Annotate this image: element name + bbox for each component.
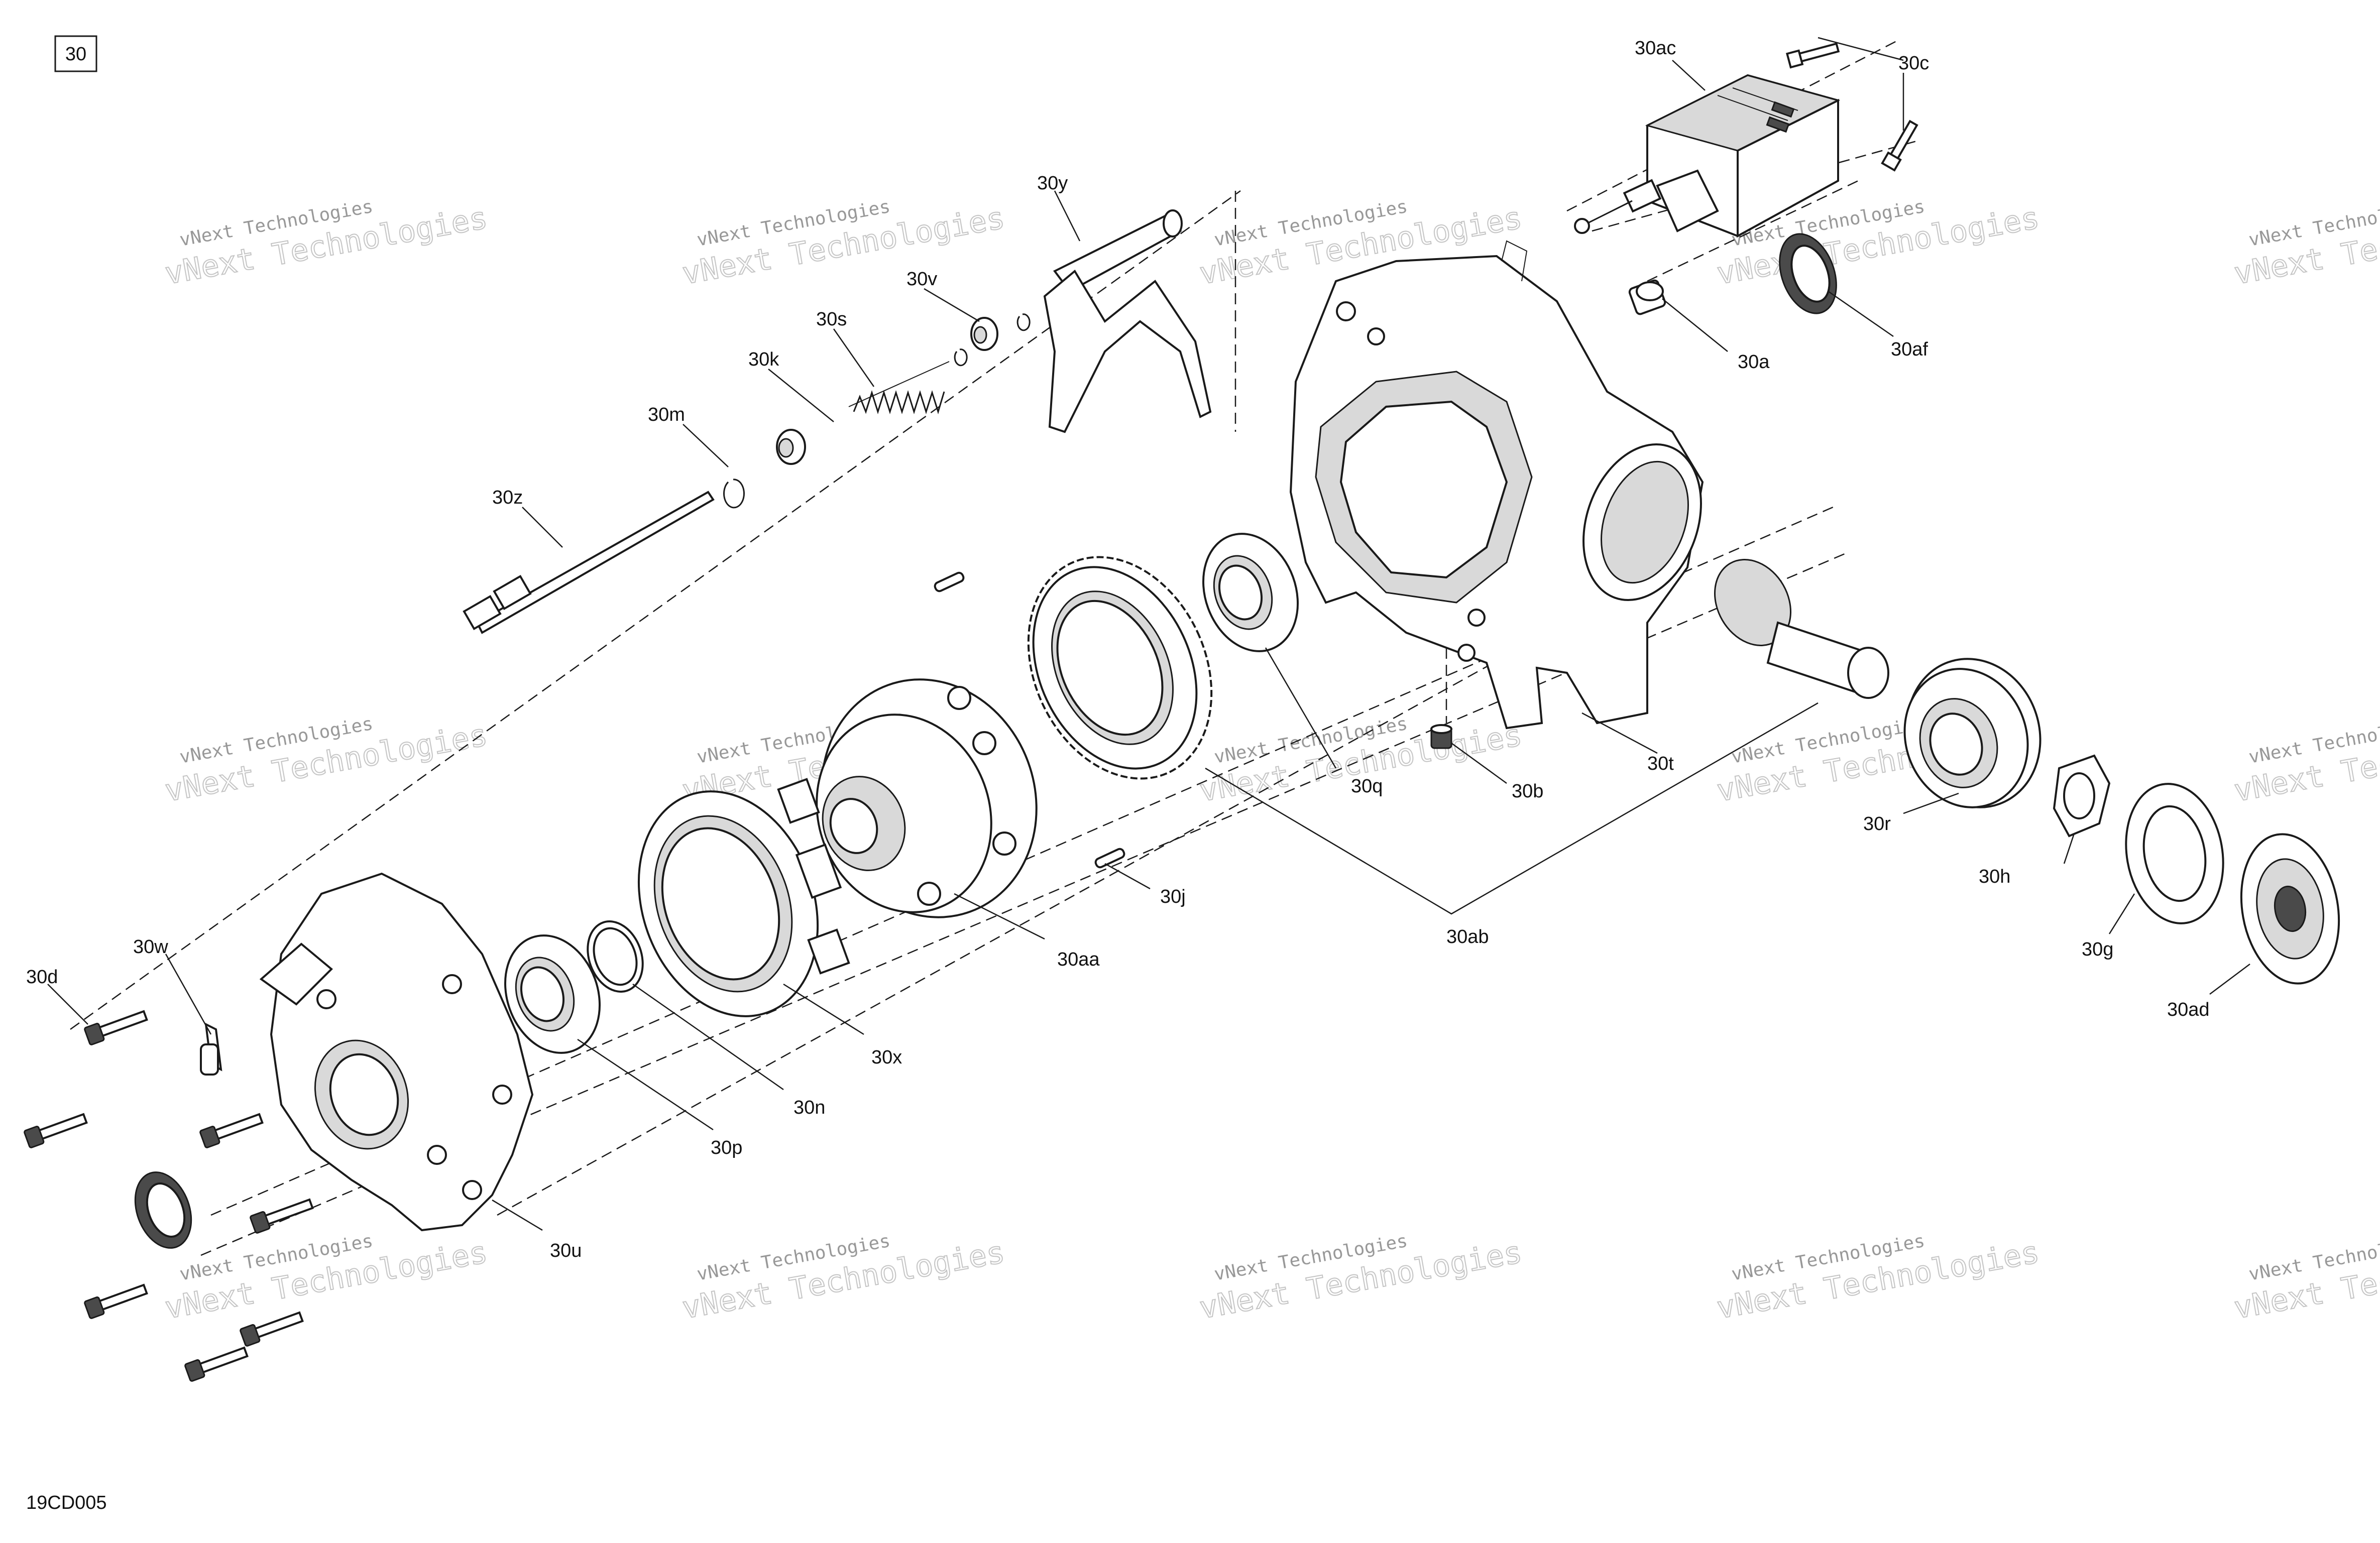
- group-number-label: 30: [65, 44, 86, 65]
- callout-30t: 30t: [1647, 753, 1674, 774]
- callout-30d: 30d: [26, 967, 58, 988]
- main-housing: [1289, 240, 1704, 730]
- callout-30z: 30z: [492, 487, 523, 508]
- ring-gear-30ab: [1027, 556, 1213, 780]
- shift-shaft-30z: [463, 491, 715, 634]
- callout-30w: 30w: [133, 936, 168, 958]
- watermark: vNext Technologies vNext Technologies: [2231, 196, 2380, 292]
- cover-bolts: [24, 1010, 314, 1382]
- seal-30af: [1779, 233, 1837, 314]
- o-ring-30n: [587, 920, 644, 993]
- bearing-30r: [1903, 658, 2042, 808]
- bushing-30v: [954, 313, 1031, 367]
- callout-30p: 30p: [711, 1137, 742, 1158]
- shift-fork-30y: [1043, 209, 1212, 433]
- callout-30j: 30j: [1160, 886, 1186, 907]
- spring-30s: [848, 361, 950, 415]
- callout-30x: 30x: [871, 1047, 902, 1068]
- actuator-screws: [1785, 42, 1918, 172]
- watermark: vNext Technologies vNext Technologies: [162, 196, 490, 292]
- pin-30j: [1094, 848, 1125, 869]
- callout-30r: 30r: [1863, 813, 1891, 835]
- callout-30ac: 30ac: [1635, 38, 1676, 59]
- seal-cover: [134, 1171, 192, 1249]
- actuator-module: [1574, 74, 1841, 238]
- spacer-30k: [776, 429, 806, 465]
- callout-30u: 30u: [550, 1240, 582, 1261]
- fitting-30w: [200, 1022, 222, 1076]
- pin-small: [934, 571, 965, 592]
- watermark: vNext Technologies vNext Technologies: [162, 714, 490, 809]
- seal-30ad: [2240, 833, 2340, 985]
- callout-30h: 30h: [1979, 866, 2010, 887]
- group-number-box: 30: [54, 35, 97, 72]
- callout-30ad: 30ad: [2167, 999, 2210, 1020]
- watermark: vNext Technologies vNext Technologies: [1714, 1231, 2042, 1327]
- cover-30u: [259, 872, 534, 1232]
- callout-30aa: 30aa: [1057, 949, 1100, 970]
- callout-30af: 30af: [1891, 339, 1928, 360]
- callout-30y: 30y: [1037, 173, 1068, 194]
- figure-code: 19CD005: [26, 1492, 107, 1513]
- callout-30v: 30v: [906, 269, 937, 290]
- nut-30h: [2053, 754, 2111, 838]
- bearing-30p: [504, 934, 601, 1054]
- watermark: vNext Technologies vNext Technologies: [679, 1231, 1007, 1327]
- breather-30b: [1430, 724, 1452, 749]
- watermark: vNext Technologies vNext Technologies: [1196, 1231, 1525, 1327]
- callout-30ab: 30ab: [1446, 926, 1489, 947]
- watermark: vNext Technologies vNext Technologies: [2231, 1231, 2380, 1327]
- washer-30g: [2125, 783, 2224, 924]
- callout-30q: 30q: [1351, 776, 1383, 797]
- callout-30s: 30s: [816, 309, 847, 330]
- callout-30b: 30b: [1512, 781, 1543, 802]
- pinion-shaft: [1714, 559, 1889, 699]
- callout-30a: 30a: [1738, 351, 1770, 373]
- leader-lines: [47, 37, 2250, 1231]
- bearing-30q: [1202, 533, 1299, 652]
- callout-30c: 30c: [1898, 53, 1929, 74]
- plug-30a: [1628, 279, 1666, 315]
- callout-30n: 30n: [794, 1097, 825, 1118]
- callout-30k: 30k: [748, 349, 779, 370]
- watermark: vNext Technologies vNext Technologies: [679, 196, 1007, 292]
- callout-labels: 30ac 30c 30y 30v 30s 30k 30m 30z 30a 30a…: [26, 38, 2210, 1261]
- watermark: vNext Technologies vNext Technologies: [2231, 714, 2380, 809]
- clip-30m: [723, 479, 745, 509]
- callout-30m: 30m: [648, 404, 685, 425]
- differential-30aa: [816, 678, 1038, 918]
- hub-30x: [637, 778, 850, 1017]
- callout-30g: 30g: [2082, 939, 2113, 960]
